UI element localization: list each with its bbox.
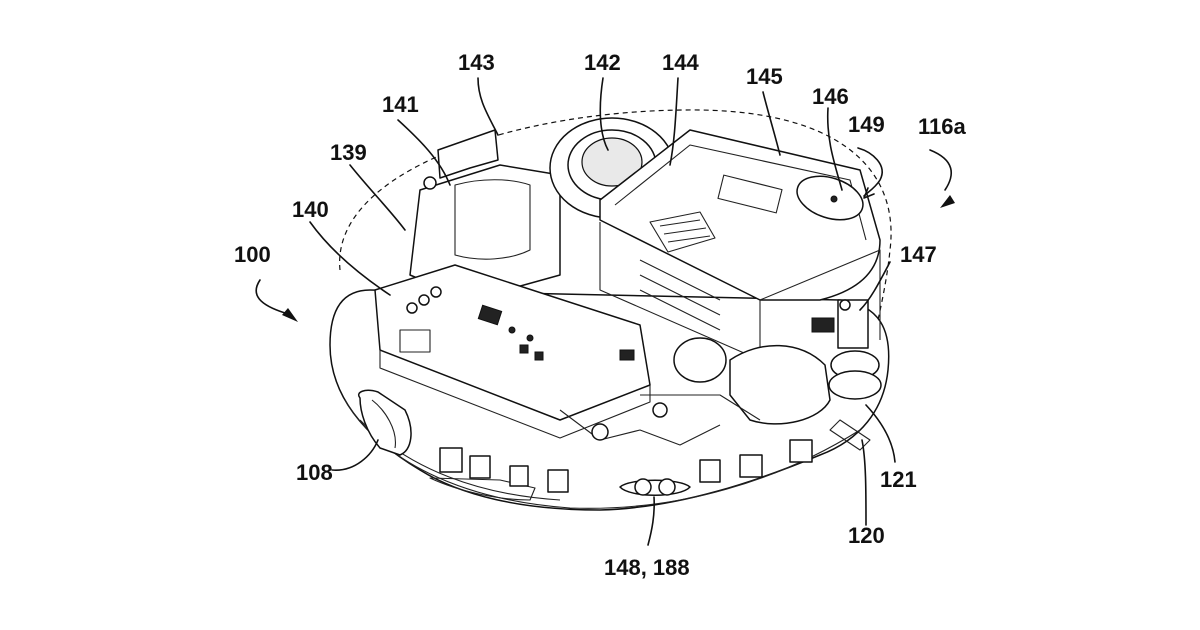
label-142: 142 [584, 50, 621, 75]
label-148-188: 148, 188 [604, 555, 690, 580]
label-120: 120 [848, 523, 885, 548]
label-149: 149 [848, 112, 885, 137]
label-108: 108 [296, 460, 333, 485]
label-147: 147 [900, 242, 937, 267]
label-140: 140 [292, 197, 329, 222]
label-145: 145 [746, 64, 783, 89]
label-100: 100 [234, 242, 271, 267]
label-116a: 116a [918, 114, 966, 139]
label-139: 139 [330, 140, 367, 165]
label-143: 143 [458, 50, 495, 75]
label-146: 146 [812, 84, 849, 109]
robot-chassis [330, 110, 891, 510]
drive-wheel-module-147 [730, 346, 830, 424]
label-121: 121 [880, 467, 917, 492]
label-141: 141 [382, 92, 419, 117]
label-144: 144 [662, 50, 699, 75]
